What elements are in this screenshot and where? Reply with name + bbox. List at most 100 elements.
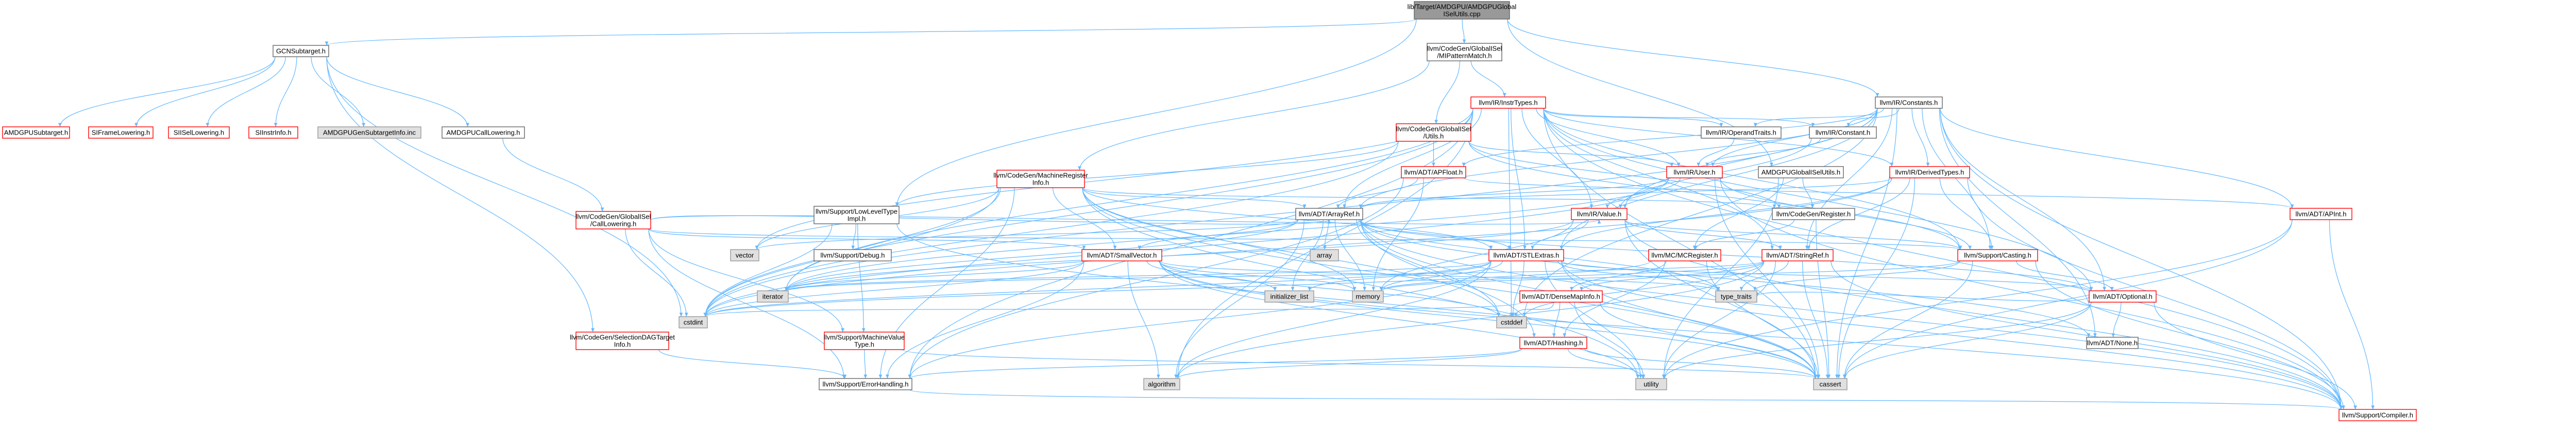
graph-node-iterator[interactable]: iterator xyxy=(757,290,789,303)
graph-node-derived[interactable]: llvm/IR/DerivedTypes.h xyxy=(1889,166,1970,178)
node-label: type_traits xyxy=(1721,293,1752,301)
node-box xyxy=(575,332,669,350)
graph-node-cassert[interactable]: cassert xyxy=(1813,378,1848,390)
edge-gicall-to-arrayref xyxy=(650,215,1331,225)
graph-node-arrayref[interactable]: llvm/ADT/ArrayRef.h xyxy=(1295,208,1363,220)
graph-node-errhandling[interactable]: llvm/Support/ErrorHandling.h xyxy=(819,378,912,390)
graph-node-codegenreg[interactable]: llvm/CodeGen/Register.h xyxy=(1772,208,1855,220)
edge-casting-to-typetraits xyxy=(1753,260,1960,291)
node-label: /CallLowering.h xyxy=(590,220,637,228)
node-label: cstdint xyxy=(684,319,703,326)
edge-instrtypes-to-stlextras xyxy=(1511,108,1527,250)
graph-node-casting[interactable]: llvm/Support/Casting.h xyxy=(1957,249,2038,261)
edge-iruser-to-compiler xyxy=(1720,177,2343,410)
edge-irvalue-to-iterator xyxy=(784,219,1574,291)
graph-node-stlextras[interactable]: llvm/ADT/STLExtras.h xyxy=(1488,249,1564,261)
graph-node-gensubinfo[interactable]: AMDGPUGenSubtargetInfo.inc xyxy=(317,126,421,139)
edge-mcreg-to-cstdint xyxy=(703,260,1651,317)
node-box xyxy=(1496,316,1527,328)
edge-irconst-to-casting xyxy=(1922,108,1992,250)
edge-arrayref-to-algorithm xyxy=(1174,219,1304,379)
edge-stlextras-to-algorithm xyxy=(1176,260,1492,379)
graph-node-siisel[interactable]: SIISelLowering.h xyxy=(168,126,230,139)
edge-iruser-to-iterator xyxy=(784,177,1669,291)
graph-node-none[interactable]: llvm/ADT/None.h xyxy=(2086,337,2139,349)
node-box xyxy=(1488,249,1564,261)
graph-node-gimpm[interactable]: llvm/CodeGen/GlobalISel/MIPatternMatch.h xyxy=(1427,43,1502,61)
graph-node-apint[interactable]: llvm/ADT/APInt.h xyxy=(2290,208,2352,220)
graph-node-apfloat[interactable]: llvm/ADT/APFloat.h xyxy=(1401,166,1466,178)
graph-node-root[interactable]: lib/Target/AMDGPU/AMDGPUGlobalISelUtils.… xyxy=(1408,1,1517,20)
edge-hashing-to-algorithm xyxy=(1176,348,1522,379)
edge-irconst-to-optraits xyxy=(1753,108,1884,127)
graph-node-mcreg[interactable]: llvm/MC/MCRegister.h xyxy=(1648,249,1721,261)
graph-node-instrtypes[interactable]: llvm/IR/InstrTypes.h xyxy=(1470,96,1546,109)
edge-instrtypes-to-irvalue xyxy=(1521,108,1594,209)
node-box xyxy=(1875,96,1943,109)
graph-node-initlist[interactable]: initializer_list xyxy=(1264,290,1314,303)
node-label: llvm/CodeGen/GlobalISel xyxy=(576,213,651,221)
edge-apfloat-to-arrayref xyxy=(1336,177,1418,209)
graph-node-gcnsub[interactable]: GCNSubtarget.h xyxy=(273,45,329,57)
edge-root-to-irconst xyxy=(1507,19,1879,97)
graph-node-optional[interactable]: llvm/ADT/Optional.h xyxy=(2089,290,2157,303)
edge-hashing-to-errhandling xyxy=(908,348,1522,379)
graph-node-vector[interactable]: vector xyxy=(730,249,759,261)
node-label: AMDGPUGenSubtargetInfo.inc xyxy=(323,129,416,137)
edge-smallvec-to-cstdint xyxy=(703,260,1084,317)
graph-node-typetraits[interactable]: type_traits xyxy=(1715,290,1757,303)
edge-mvt-to-cassert xyxy=(902,349,1817,379)
edge-apint-to-cassert xyxy=(1843,219,2293,379)
edge-irvalue-to-stlextras xyxy=(1531,219,1589,250)
edge-stringref-to-algorithm xyxy=(1176,260,1765,379)
node-box xyxy=(1352,290,1384,303)
graph-node-calllow[interactable]: AMDGPUCallLowering.h xyxy=(442,126,525,139)
edge-casting-to-memory xyxy=(1379,260,1960,291)
edge-irconst-to-apfloat xyxy=(1462,108,1878,167)
edge-instrtypes-to-irconstant xyxy=(1543,108,1815,127)
graph-node-cstdint[interactable]: cstdint xyxy=(679,316,708,328)
graph-node-densemapinfo[interactable]: llvm/ADT/DenseMapInfo.h xyxy=(1519,290,1603,303)
edge-arrayref-to-stlextras xyxy=(1358,219,1512,250)
node-box xyxy=(1470,96,1546,109)
graph-node-smallvec[interactable]: llvm/ADT/SmallVector.h xyxy=(1081,249,1162,261)
graph-node-irconst[interactable]: llvm/IR/Constants.h xyxy=(1875,96,1943,109)
node-box xyxy=(1761,249,1834,261)
node-label: Impl.h xyxy=(848,215,866,223)
graph-node-algorithm[interactable]: algorithm xyxy=(1143,378,1180,390)
node-box xyxy=(1813,378,1848,390)
graph-node-utility[interactable]: utility xyxy=(1635,378,1667,390)
graph-node-stringref[interactable]: llvm/ADT/StringRef.h xyxy=(1761,249,1834,261)
graph-node-memory[interactable]: memory xyxy=(1352,290,1384,303)
graph-node-irconstant[interactable]: llvm/IR/Constant.h xyxy=(1809,126,1877,139)
edge-instrtypes-to-optional xyxy=(1543,108,2093,291)
node-label: llvm/ADT/APInt.h xyxy=(2296,210,2347,218)
graph-node-siinstr[interactable]: SIInstrInfo.h xyxy=(248,126,298,139)
graph-node-iruser[interactable]: llvm/IR/User.h xyxy=(1666,166,1723,178)
edge-arrayref-to-memory xyxy=(1334,219,1366,291)
graph-node-cstddef[interactable]: cstddef xyxy=(1496,316,1527,328)
edge-gcnsub-to-siinstr xyxy=(274,56,297,127)
graph-node-optraits[interactable]: llvm/IR/OperandTraits.h xyxy=(1701,126,1782,139)
node-box xyxy=(168,126,230,139)
node-label: GCNSubtarget.h xyxy=(276,47,326,55)
graph-node-compiler[interactable]: llvm/Support/Compiler.h xyxy=(2338,409,2417,421)
graph-node-debug[interactable]: llvm/Support/Debug.h xyxy=(814,249,892,261)
graph-node-siframe[interactable]: SIFrameLowering.h xyxy=(88,126,154,139)
graph-node-hashing[interactable]: llvm/ADT/Hashing.h xyxy=(1519,337,1587,349)
edge-irvalue-to-memory xyxy=(1379,219,1574,291)
graph-node-giselutils[interactable]: AMDGPUGlobalISelUtils.h xyxy=(1758,166,1844,178)
graph-node-irvalue[interactable]: llvm/IR/Value.h xyxy=(1571,208,1628,220)
node-label: llvm/Support/Debug.h xyxy=(820,252,885,259)
edge-mcreg-to-hashing xyxy=(1563,260,1666,338)
edge-codegenreg-to-cassert xyxy=(1816,219,1831,379)
graph-node-gicall[interactable]: llvm/CodeGen/GlobalISel/CallLowering.h xyxy=(575,211,651,229)
graph-node-amdgpusub[interactable]: AMDGPUSubtarget.h xyxy=(2,126,70,139)
edge-instrtypes-to-iterator xyxy=(784,108,1473,291)
graph-node-giutils[interactable]: llvm/CodeGen/GlobalISel/Utils.h xyxy=(1396,123,1471,142)
graph-node-array[interactable]: array xyxy=(1310,249,1339,261)
